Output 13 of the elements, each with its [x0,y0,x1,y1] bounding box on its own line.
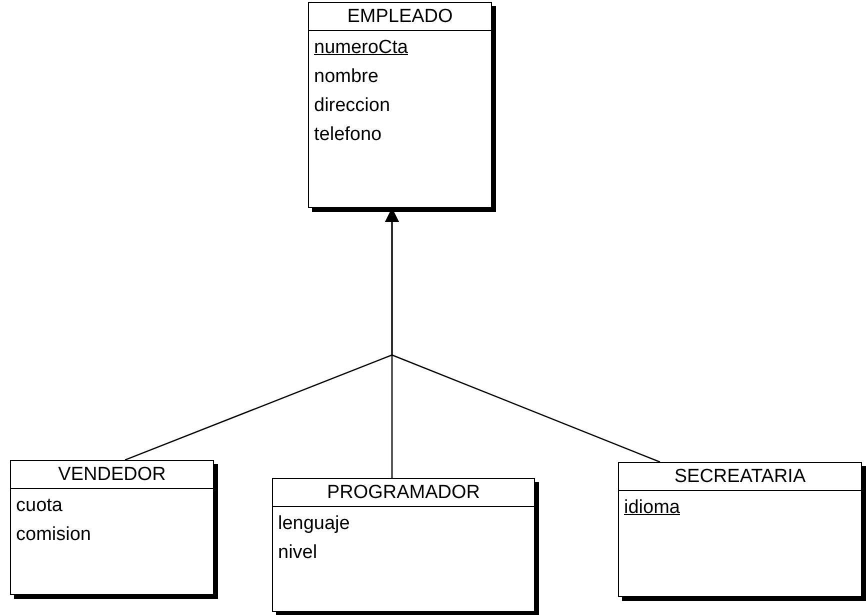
class-name: PROGRAMADOR [273,479,534,507]
attribute: numeroCta [314,36,408,60]
attribute: cuota [16,494,62,518]
attribute: idioma [624,496,680,520]
class-name: VENDEDOR [11,461,213,489]
attribute: lenguaje [278,512,350,536]
attribute: nombre [314,65,378,89]
class-name: SECREATARIA [619,463,861,491]
attribute: nivel [278,541,318,565]
attribute: comision [16,523,91,547]
class-name: EMPLEADO [309,3,491,31]
attribute: direccion [314,94,390,118]
attribute: telefono [314,123,382,147]
